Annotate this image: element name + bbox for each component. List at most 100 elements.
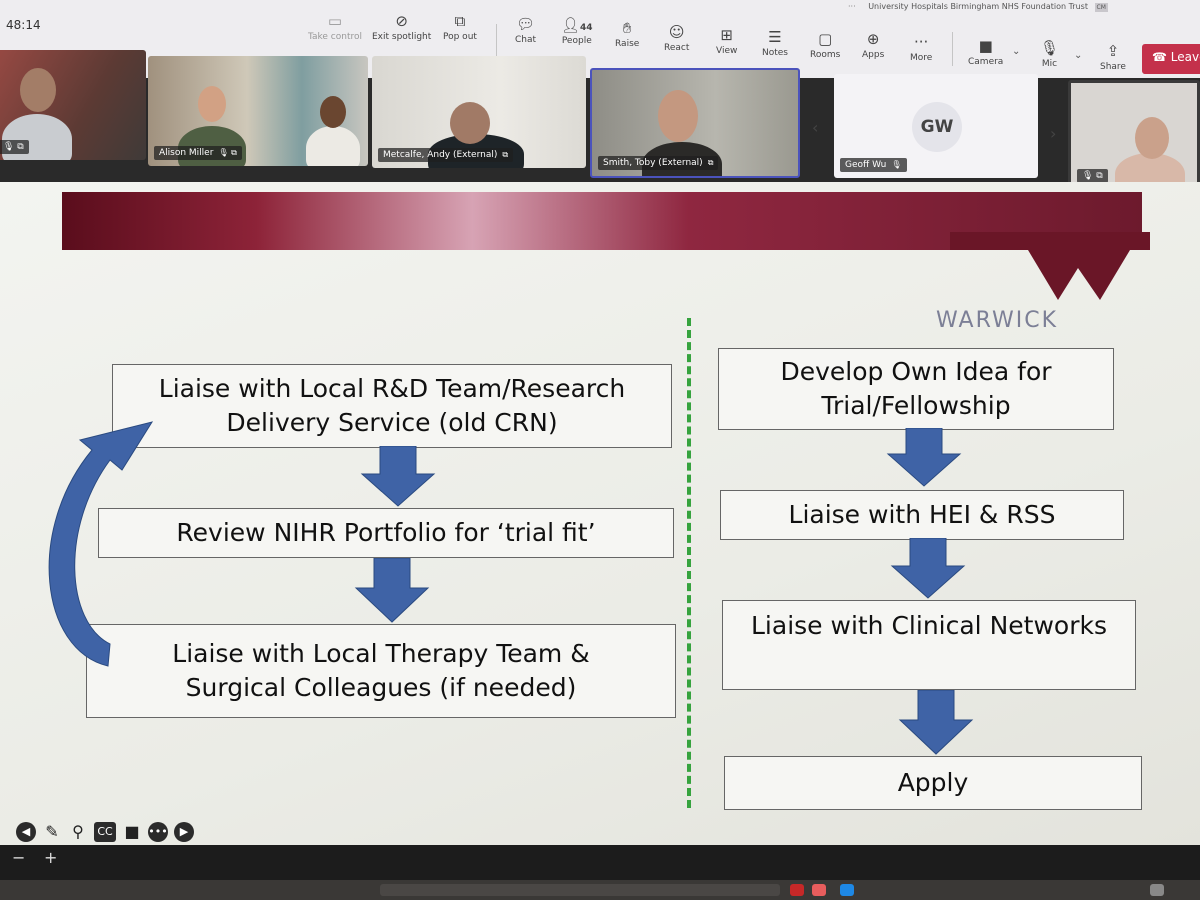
- react-label: React: [664, 43, 690, 53]
- taskbar-app-icon[interactable]: [840, 884, 854, 896]
- participant-face: [20, 68, 56, 112]
- taskbar-app-icon[interactable]: [812, 884, 826, 896]
- org-name: University Hospitals Birmingham NHS Foun…: [868, 2, 1088, 11]
- participant-name-tag: Geoff Wu🎙︎: [840, 158, 907, 172]
- pen-icon[interactable]: ✎: [45, 822, 59, 841]
- flow-box-review-nihr: Review NIHR Portfolio for ‘trial fit’: [98, 508, 674, 558]
- rooms-button[interactable]: ▢ Rooms: [810, 28, 840, 60]
- pop-out-button[interactable]: ⧉ Pop out: [443, 10, 477, 42]
- previous-slide-arrow-icon[interactable]: ◀: [16, 822, 36, 842]
- zoom-magnifier-icon[interactable]: ⚲: [72, 822, 84, 841]
- more-dots-icon[interactable]: ···: [848, 2, 856, 11]
- share-upload-icon: ⇪: [1106, 42, 1120, 60]
- flow-down-arrow: [890, 538, 966, 599]
- flow-box-line: Liaise with Local R&D Team/Research: [158, 374, 626, 403]
- zoom-out-button[interactable]: −: [12, 848, 26, 867]
- mic-chevron-down-icon[interactable]: ⌄: [1074, 50, 1083, 61]
- rooms-label: Rooms: [810, 50, 841, 60]
- mic-button[interactable]: 🎙︎ Mic: [1040, 37, 1059, 69]
- raise-label: Raise: [615, 39, 640, 49]
- notes-button[interactable]: ☰ Notes: [762, 26, 788, 58]
- apps-label: Apps: [862, 50, 885, 60]
- participant-name: Metcalfe, Andy (External): [383, 150, 498, 160]
- flow-down-arrow: [360, 446, 436, 507]
- flow-box-line: Apply: [897, 768, 969, 797]
- slide-column-divider: [687, 318, 691, 808]
- gallery-prev-chevron-icon[interactable]: ‹: [812, 118, 819, 137]
- mic-label: Mic: [1041, 59, 1058, 69]
- flow-box-line: Liaise with HEI & RSS: [788, 500, 1056, 529]
- flow-box-liaise-networks: Liaise with Clinical Networks: [722, 600, 1136, 690]
- ellipsis-icon: ···: [914, 33, 929, 51]
- flow-box-line: Develop Own Idea for: [780, 357, 1052, 386]
- share-screen-icon: ⧉: [502, 150, 509, 159]
- flow-down-arrow: [886, 428, 962, 487]
- notes-icon: ☰: [768, 28, 782, 46]
- participant-video: [306, 126, 360, 166]
- self-status-icons: 🎙︎ ⧉: [1077, 169, 1108, 183]
- flow-down-arrow: [898, 690, 974, 755]
- flow-box-liaise-therapy: Liaise with Local Therapy Team &Surgical…: [86, 624, 676, 718]
- exit-spotlight-button[interactable]: ⊘ Exit spotlight: [372, 10, 431, 42]
- grid-view-icon: ⊞: [720, 26, 733, 44]
- smiley-icon: ☺: [668, 23, 685, 41]
- apps-button[interactable]: ⊕ Apps: [862, 28, 884, 60]
- participant-status-icons: 🎙︎ ⧉: [0, 140, 29, 154]
- view-button[interactable]: ⊞ View: [716, 24, 737, 56]
- more-options-icon[interactable]: •••: [148, 822, 168, 842]
- user-avatar-badge[interactable]: CM: [1094, 3, 1108, 12]
- hand-icon: ✋︎: [622, 19, 632, 37]
- participant-tile[interactable]: GW Geoff Wu🎙︎: [834, 74, 1038, 178]
- share-screen-icon: ⧉: [707, 158, 714, 167]
- participant-name-tag: Metcalfe, Andy (External) ⧉: [378, 148, 514, 162]
- os-taskbar: [0, 880, 1200, 900]
- camera-button[interactable]: ■ Camera: [968, 35, 1003, 67]
- take-control-icon: ▭: [327, 12, 343, 30]
- leave-button[interactable]: ☎ Leave: [1142, 44, 1200, 74]
- gallery-next-chevron-icon[interactable]: ›: [1050, 124, 1057, 143]
- toolbar-divider: [952, 32, 953, 66]
- people-button[interactable]: 👤︎44 People: [561, 14, 593, 46]
- video-camera-icon[interactable]: ■: [124, 822, 140, 841]
- more-label: More: [910, 53, 933, 63]
- participant-name: Smith, Toby (External): [603, 158, 703, 168]
- exit-spotlight-label: Exit spotlight: [372, 32, 432, 42]
- mic-muted-icon: 🎙︎: [1040, 39, 1060, 57]
- flow-box-line: Review NIHR Portfolio for ‘trial fit’: [176, 518, 596, 547]
- react-button[interactable]: ☺ React: [664, 21, 689, 53]
- video-gallery: 🎙︎ ⧉ Alison Miller🎙︎ ⧉ Metcalfe, Andy (E…: [0, 50, 1200, 192]
- take-control-button[interactable]: ▭ Take control: [308, 10, 362, 42]
- chat-label: Chat: [515, 35, 537, 45]
- participant-tile-active-speaker[interactable]: Smith, Toby (External) ⧉: [590, 68, 800, 178]
- more-button[interactable]: ··· More: [910, 31, 932, 63]
- chat-button[interactable]: 💬︎ Chat: [515, 13, 536, 45]
- taskbar-search-box[interactable]: [380, 884, 780, 896]
- rooms-icon: ▢: [818, 30, 833, 48]
- shared-presentation-slide: WARWICK Liaise with Local R&D Team/Resea…: [0, 182, 1200, 847]
- raise-hand-button[interactable]: ✋︎ Raise: [615, 17, 639, 49]
- next-slide-arrow-icon[interactable]: ▶: [174, 822, 194, 842]
- take-control-label: Take control: [308, 32, 363, 42]
- captions-button[interactable]: CC: [94, 822, 116, 842]
- participant-face: [450, 102, 490, 144]
- people-icon: 👤︎44: [561, 16, 593, 34]
- spotlight-off-icon: ⊘: [395, 12, 408, 30]
- meeting-timer: 48:14: [6, 18, 41, 32]
- flow-down-arrow: [354, 558, 430, 623]
- flow-box-line: Liaise with Local Therapy Team &: [172, 639, 590, 668]
- share-button[interactable]: ⇪ Share: [1100, 40, 1126, 72]
- camera-chevron-down-icon[interactable]: ⌄: [1012, 46, 1021, 57]
- warwick-logo: WARWICK: [936, 308, 1059, 333]
- participant-tile[interactable]: Metcalfe, Andy (External) ⧉: [372, 56, 586, 168]
- people-count: 44: [580, 23, 593, 33]
- participant-tile[interactable]: Alison Miller🎙︎ ⧉: [148, 56, 368, 166]
- zoom-in-button[interactable]: +: [44, 848, 58, 867]
- warwick-crest-chevrons: [950, 232, 1150, 300]
- self-view-tile[interactable]: 🎙︎ ⧉: [1068, 80, 1200, 192]
- participant-tile[interactable]: 🎙︎ ⧉: [0, 50, 146, 160]
- notes-label: Notes: [762, 48, 788, 58]
- taskbar-mic-icon[interactable]: [1150, 884, 1164, 896]
- participant-face: [320, 96, 346, 128]
- taskbar-app-icon[interactable]: [790, 884, 804, 896]
